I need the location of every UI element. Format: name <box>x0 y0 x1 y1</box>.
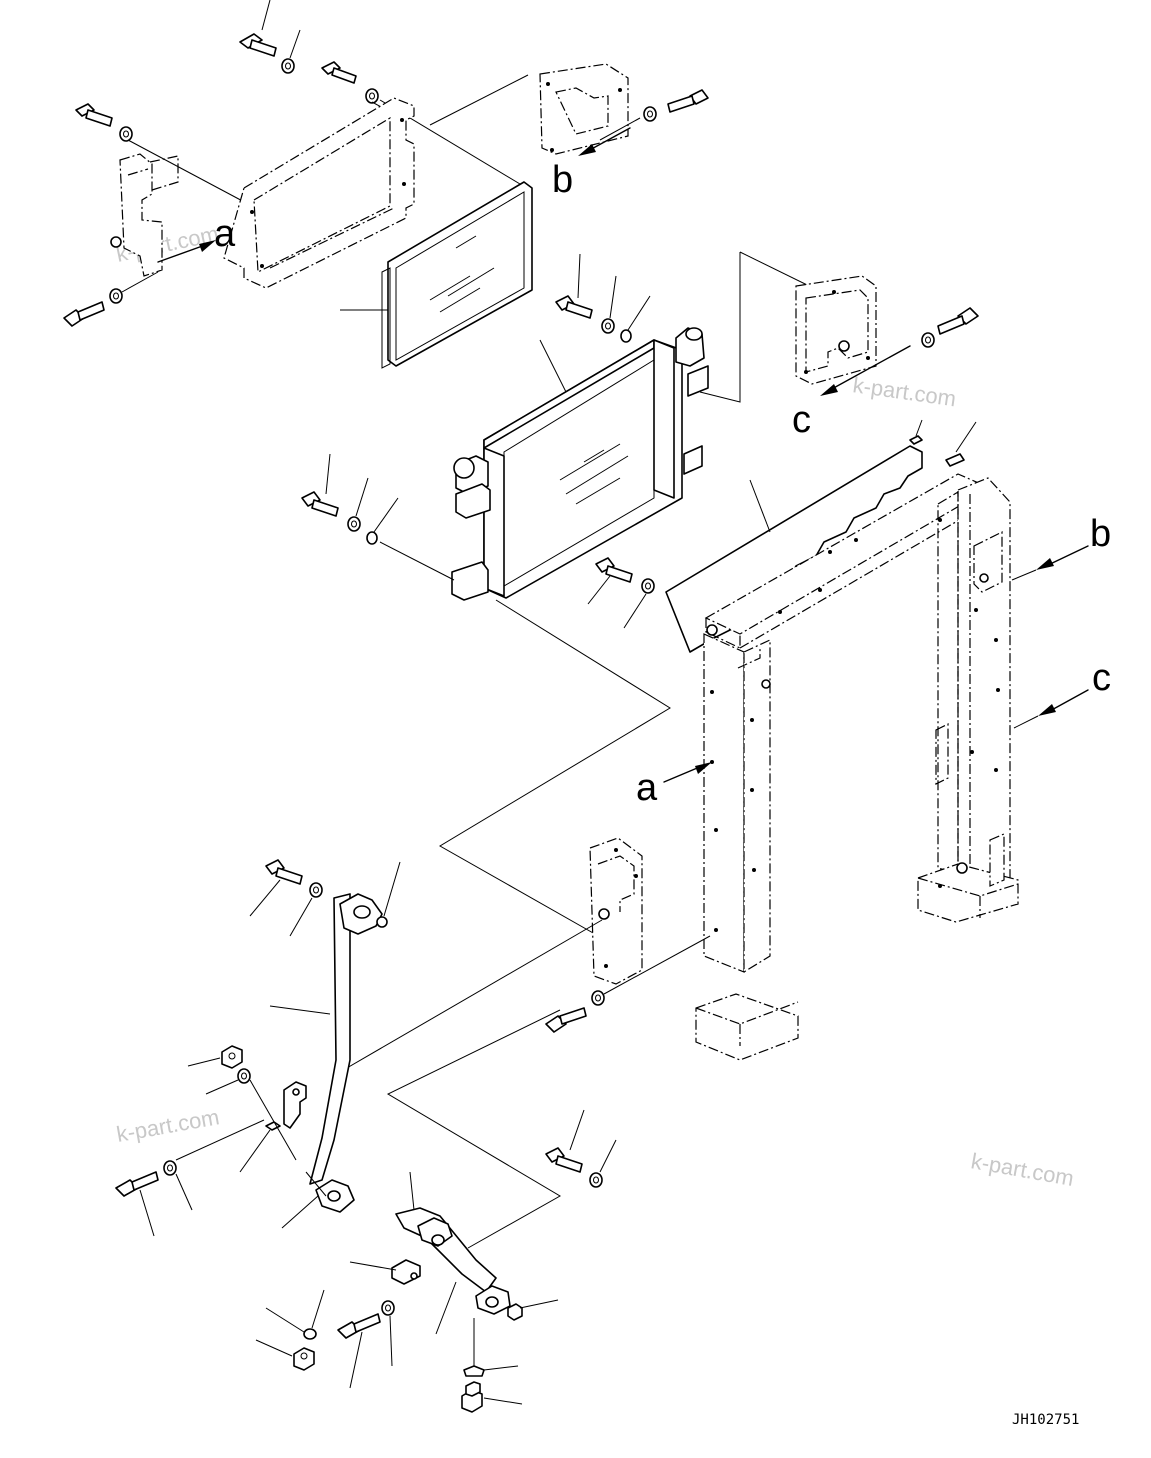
pipe-clamp-bracket <box>239 1079 327 1229</box>
right-plate-bracket <box>795 275 877 385</box>
arrow-a-left: a <box>157 213 236 263</box>
bottom-washer-left <box>265 1289 325 1340</box>
arrow-c-right: c <box>1013 657 1111 729</box>
left-small-bracket <box>110 153 179 277</box>
arrow-a-mid: a <box>636 762 712 809</box>
left-pipe <box>269 861 401 1213</box>
left-washer-2 <box>109 288 123 304</box>
left-washer-3 <box>205 1068 251 1095</box>
pipe-top-washer <box>289 882 323 937</box>
bar-bolt <box>587 557 633 605</box>
top-washer-1 <box>281 29 301 74</box>
watermark-bottom-right: k-part.com <box>969 1148 1076 1191</box>
middle-bolt <box>545 1007 587 1033</box>
drawing-code: JH102751 <box>1012 1412 1079 1428</box>
leader-radiator-stand <box>439 599 671 947</box>
right-top-washer <box>921 332 935 348</box>
ref-letter-c-top: c <box>792 399 811 441</box>
bottom-left-washer <box>163 1119 265 1211</box>
radiator-left-bolt <box>301 453 339 517</box>
screen-panel <box>340 181 533 369</box>
bottom-pipe-bolt <box>545 1109 585 1173</box>
ref-letter-b-top: b <box>552 159 573 201</box>
radiator-top-washer <box>601 275 617 334</box>
watermarks: k-part.com k-part.com k-part.com k-part.… <box>114 221 1076 1191</box>
middle-bracket <box>589 837 643 985</box>
pin-right-2 <box>945 421 977 467</box>
bottom-pipe <box>395 1171 511 1335</box>
pin-right-1 <box>909 419 923 445</box>
radiator-top-nut <box>620 295 651 343</box>
top-bolt-2 <box>321 61 357 84</box>
right-top-bolt <box>937 307 979 335</box>
bottom-washer-mid <box>381 1300 395 1367</box>
top-right-bracket <box>539 63 629 155</box>
portal-frame <box>695 473 1019 1061</box>
ref-letter-a-mid: a <box>636 767 658 809</box>
left-frame-bracket <box>223 97 415 289</box>
watermark-top-right: k-part.com <box>851 372 957 411</box>
radiator-left-washer <box>347 477 369 532</box>
left-nut-1 <box>187 1045 243 1069</box>
arrow-b-right: b <box>1011 513 1111 581</box>
bottom-small-plug <box>507 1299 559 1321</box>
pipe-top-bolt <box>249 859 303 917</box>
ref-letter-a-left: a <box>214 213 236 255</box>
watermark-bottom-left: k-part.com <box>115 1104 222 1147</box>
bottom-bolt-mid <box>337 1313 381 1389</box>
bottom-nut-left <box>255 1339 315 1371</box>
radiator-top-bolt <box>555 253 593 319</box>
ref-letter-c-right: c <box>1092 657 1111 699</box>
radiator-core <box>451 327 709 601</box>
arrow-b-top: b <box>552 127 631 201</box>
middle-washer <box>591 990 605 1006</box>
drain-washer <box>463 1318 519 1377</box>
left-washer-1 <box>119 126 133 142</box>
left-bolt-1 <box>75 103 113 127</box>
bottom-pipe-washer <box>589 1139 617 1188</box>
top-washer-2 <box>365 88 379 104</box>
arrow-c-top: c <box>792 345 911 441</box>
top-right-washer <box>643 106 657 122</box>
leader-radiator-bracket <box>699 252 741 403</box>
top-bolt-1 <box>239 0 277 57</box>
top-right-bolt <box>667 89 709 113</box>
bottom-pipe-clamp <box>349 1259 421 1285</box>
ref-letter-b-right: b <box>1090 513 1111 555</box>
bar-washer <box>623 578 655 629</box>
left-bolt-2 <box>63 301 105 327</box>
bottom-left-bolt <box>115 1171 159 1237</box>
radiator-left-nut <box>366 497 399 545</box>
drain-plug <box>461 1381 523 1413</box>
